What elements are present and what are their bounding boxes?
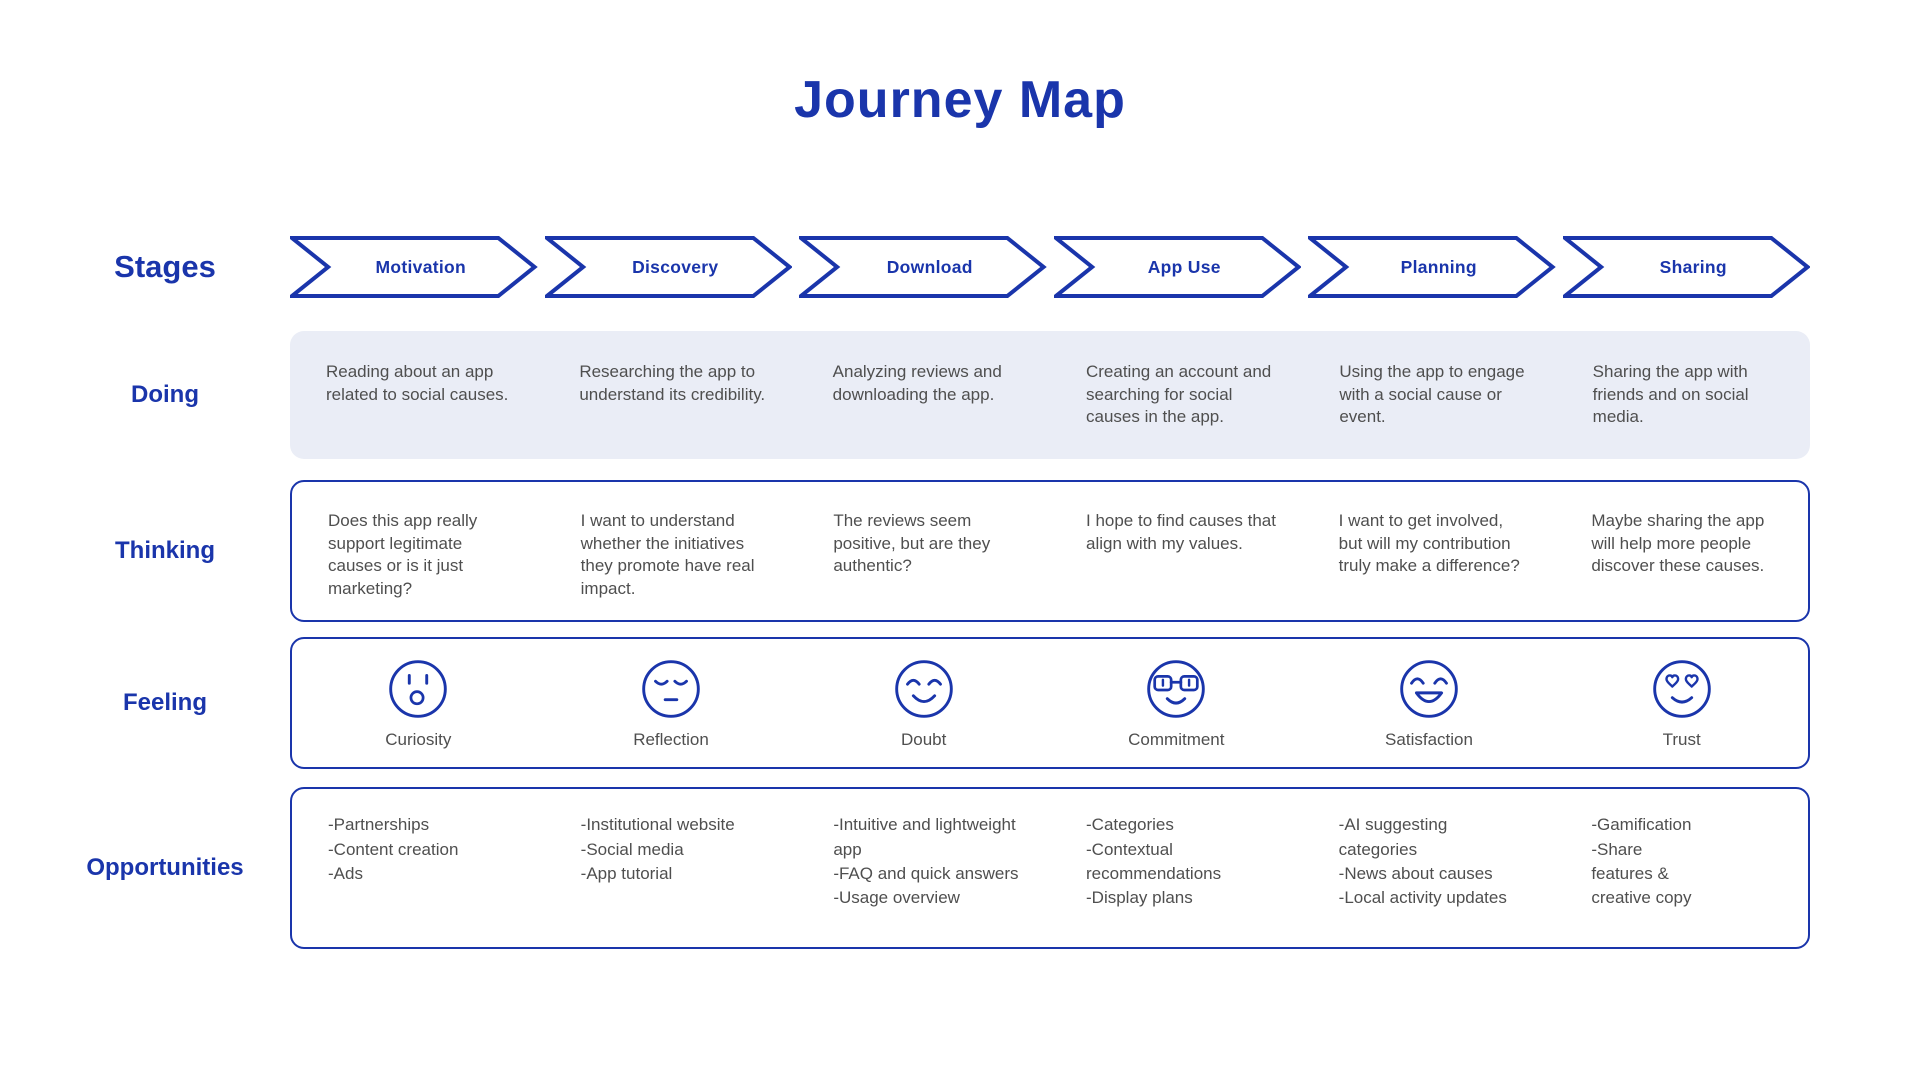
feeling-caption: Commitment: [1128, 730, 1225, 750]
feeling-cell-trust: Trust: [1555, 639, 1808, 767]
opportunities-box: -Partnerships -Content creation -Ads -Inst…: [290, 787, 1810, 950]
doing-cell: Using the app to engage with a social ca…: [1339, 362, 1525, 427]
feeling-caption: Curiosity: [385, 730, 452, 750]
opportunity-item: -Content creation: [328, 839, 459, 859]
feeling-cell-reflection: Reflection: [545, 639, 798, 767]
stage-chevron-app-use: App Use: [1053, 236, 1301, 298]
stage-chevron-motivation: Motivation: [290, 236, 538, 298]
doing-row: Doing Reading about an app related to so…: [40, 331, 1810, 459]
opportunity-item: -Local activity updates: [1338, 887, 1507, 907]
feeling-caption: Trust: [1662, 730, 1701, 750]
feeling-cell-commitment: Commitment: [1050, 639, 1303, 767]
stages-strip: Motivation Discovery Download App Use Pl…: [290, 236, 1810, 298]
journey-map-grid: Stages Motivation Discovery Download App…: [40, 236, 1810, 950]
feeling-caption: Doubt: [900, 730, 947, 750]
stage-label: App Use: [1147, 256, 1221, 277]
doing-cell: Analyzing reviews and downloading the ap…: [832, 362, 1002, 404]
opportunity-item: -Gamification: [1591, 815, 1692, 835]
feeling-row: Feeling Curiosity: [40, 637, 1810, 770]
chevron-arrow-icon: [1562, 236, 1810, 298]
opportunity-item: -Display plans: [1086, 887, 1193, 907]
feeling-cell-satisfaction: Satisfaction: [1303, 639, 1556, 767]
stage-chevron-download: Download: [799, 236, 1047, 298]
glasses-face-icon: [1147, 660, 1206, 719]
chevron-arrow-icon: [290, 236, 538, 298]
thinking-cell: I hope to find causes that align with my…: [1086, 511, 1276, 553]
thinking-box: Does this app really support legitimate …: [290, 480, 1810, 623]
feeling-row-label: Feeling: [122, 689, 207, 717]
opportunity-item: -Categories: [1086, 815, 1174, 835]
smiling-face-icon: [894, 660, 953, 719]
opportunities-cell: -Gamification -Share features & creative …: [1555, 789, 1808, 947]
chevron-arrow-icon: [1308, 236, 1556, 298]
page-title: Journey Map: [794, 71, 1126, 129]
opportunity-item: -Ads: [328, 863, 363, 883]
doing-cell: Creating an account and searching for so…: [1085, 362, 1272, 427]
opportunities-cell: -Categories -Contextual recommendations -D…: [1050, 789, 1303, 947]
opportunity-item: -Social media: [580, 839, 684, 859]
doing-box: Reading about an app related to social c…: [290, 331, 1810, 459]
doing-cell: Researching the app to understand its cr…: [579, 362, 766, 404]
journey-map-page: Journey Map Stages Motivation Discovery …: [40, 71, 1810, 950]
doing-cell: Reading about an app related to social c…: [326, 362, 509, 404]
feeling-box: Curiosity Reflection: [290, 637, 1810, 770]
stage-label: Planning: [1400, 256, 1477, 277]
opportunities-row: Opportunities -Partnerships -Content crea…: [40, 787, 1810, 950]
feeling-cell-curiosity: Curiosity: [292, 639, 545, 767]
opportunities-cell: -Intuitive and lightweight app -FAQ and q…: [797, 789, 1050, 947]
stage-chevron-sharing: Sharing: [1562, 236, 1810, 298]
thinking-row: Thinking Does this app really support le…: [40, 480, 1810, 623]
opportunity-item: -Institutional website: [580, 815, 735, 835]
opportunity-item: -Usage overview: [833, 887, 960, 907]
thinking-row-label: Thinking: [115, 537, 215, 565]
stage-label: Sharing: [1659, 256, 1727, 277]
opportunity-item: -Contextual recommendations: [1086, 839, 1222, 883]
stages-row: Stages Motivation Discovery Download App…: [40, 236, 1810, 298]
stage-label: Download: [886, 256, 973, 277]
opportunities-row-label: Opportunities: [86, 854, 244, 882]
grinning-face-icon: [1400, 660, 1458, 719]
thinking-cell: I want to get involved, but will my cont…: [1338, 511, 1520, 576]
stage-label: Discovery: [632, 256, 719, 277]
stage-chevron-discovery: Discovery: [544, 236, 792, 298]
doing-cell: Sharing the app with friends and on soci…: [1592, 362, 1749, 427]
opportunity-item: -FAQ and quick answers: [833, 863, 1019, 883]
opportunity-item: -AI suggesting categories: [1338, 815, 1448, 859]
chevron-arrow-icon: [1053, 236, 1301, 298]
stages-row-label: Stages: [114, 249, 216, 284]
opportunity-item: -Intuitive and lightweight app: [833, 815, 1016, 859]
thinking-cell: The reviews seem positive, but are they …: [833, 511, 991, 576]
opportunity-item: -Partnerships: [328, 815, 430, 835]
opportunities-cell: -Partnerships -Content creation -Ads: [292, 789, 545, 947]
doing-row-label: Doing: [131, 381, 199, 408]
opportunity-item: -App tutorial: [580, 863, 673, 883]
thinking-cell: Does this app really support legitimate …: [328, 511, 478, 598]
feeling-caption: Satisfaction: [1385, 730, 1473, 750]
opportunity-item: -News about causes: [1338, 863, 1493, 883]
chevron-arrow-icon: [544, 236, 792, 298]
stage-label: Motivation: [375, 256, 466, 277]
thinking-cell: Maybe sharing the app will help more peo…: [1591, 511, 1765, 576]
opportunities-cell: -AI suggesting categories -News about cau…: [1303, 789, 1556, 947]
thinking-cell: I want to understand whether the initiat…: [580, 511, 755, 598]
opportunities-cell: -Institutional website -Social media -App …: [545, 789, 798, 947]
feeling-cell-doubt: Doubt: [797, 639, 1050, 767]
relieved-face-icon: [642, 660, 700, 719]
surprised-face-icon: [389, 660, 448, 719]
feeling-caption: Reflection: [633, 730, 709, 750]
opportunity-item: -Share features & creative copy: [1591, 839, 1692, 907]
chevron-arrow-icon: [799, 236, 1047, 298]
heart-eyes-face-icon: [1652, 660, 1711, 719]
stage-chevron-planning: Planning: [1308, 236, 1556, 298]
